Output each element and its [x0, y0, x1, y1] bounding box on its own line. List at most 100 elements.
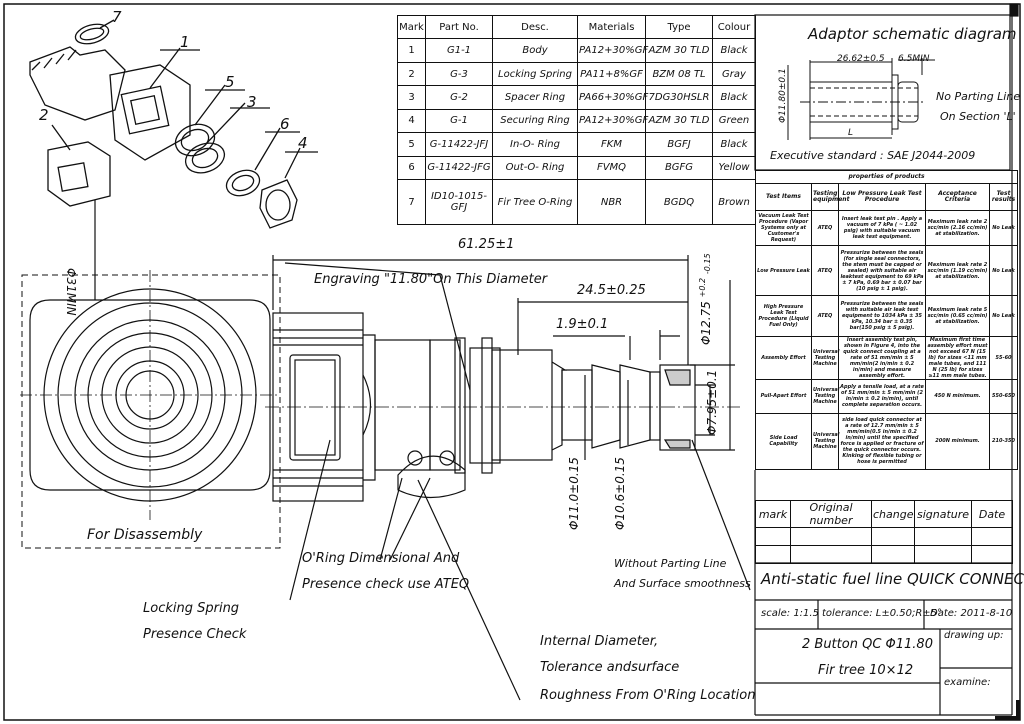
header-desc: Desc.	[492, 14, 578, 40]
dim-od-upper-tol: +0.2	[698, 277, 707, 298]
dim-barb-2: Φ10.6±0.15	[613, 457, 627, 530]
dim-id: Φ7.95±0.1	[705, 369, 719, 435]
main-side-view	[265, 255, 751, 701]
parts-cell: Black	[712, 132, 756, 157]
note-parting-1: Without Parting Line	[614, 557, 727, 570]
properties-cell: No Leak	[988, 210, 1019, 247]
balloon-3: 3	[247, 93, 257, 111]
body-part-1	[109, 64, 191, 161]
properties-cell: High Pressure Leak Test Procedure (Liqui…	[755, 295, 812, 337]
rev-cell	[971, 527, 1013, 546]
parts-cell: G-11422-JFJ	[425, 132, 493, 157]
balloon-2: 2	[39, 106, 49, 124]
adaptor-note-2: On Section 'L'	[940, 110, 1016, 123]
tolerance-value: tolerance: L±0.50;R±5°	[822, 608, 943, 619]
front-view-dim: Φ31MIN	[64, 268, 78, 316]
corner-mark	[1009, 3, 1019, 17]
parts-cell: PA66+30%GF	[577, 85, 648, 110]
drawing-name-2: Fir tree 10×12	[818, 663, 914, 678]
note-spring-2: Presence Check	[143, 627, 247, 642]
parts-cell: In-O- Ring	[492, 132, 578, 157]
properties-cell: 200N minimum.	[925, 412, 990, 471]
header-mark: Mark	[397, 14, 426, 40]
parts-cell: Brown	[712, 179, 756, 225]
parts-cell: FVMQ	[577, 155, 646, 181]
properties-table: properties of products Test Items Testin…	[754, 169, 1019, 471]
properties-header: Test Items Testing equipment Low Pressur…	[755, 183, 1019, 212]
dim-stem: 24.5±0.25	[577, 283, 646, 298]
balloon-1: 1	[180, 33, 190, 51]
header-results: Test results	[988, 183, 1019, 212]
rev-cell	[914, 545, 972, 564]
properties-cell: Maximum leak rate 5 scc/min (0.65 cc/min…	[925, 295, 990, 337]
parts-cell: BGFG	[645, 155, 713, 181]
drawing-name-1: 2 Button QC Φ11.80	[802, 637, 933, 652]
note-id-2: Tolerance andsurface	[540, 660, 680, 675]
adaptor-note-1: No Parting Line	[936, 90, 1021, 103]
parts-cell: NBR	[577, 179, 646, 225]
parts-cell: 3	[397, 85, 426, 110]
parts-cell: Yellow	[712, 155, 756, 181]
properties-cell: Pressurize between the seals with suitab…	[838, 295, 926, 337]
note-id-1: Internal Diameter,	[540, 634, 659, 649]
rev-header-date: Date	[971, 500, 1013, 528]
properties-cell: Apply a tensile load, at a rate of 51 mm…	[838, 378, 926, 414]
parts-cell: 7DG30HSLR	[645, 85, 713, 110]
rev-cell	[971, 545, 1013, 564]
parts-cell: ID10-1015-GFJ	[425, 179, 493, 225]
parts-cell: Green	[712, 108, 756, 134]
header-test-items: Test Items	[755, 183, 812, 212]
sheet-border	[3, 3, 1021, 721]
spacer-ring-3	[184, 142, 226, 174]
note-oring-2: Presence check use ATEQ	[302, 577, 470, 592]
front-view-caption: For Disassembly	[87, 527, 203, 543]
header-colour: Colour	[712, 14, 756, 40]
parts-cell: BZM 08 TL	[645, 61, 713, 87]
drawing-up-label: drawing up:	[944, 630, 1004, 641]
properties-cell: No Leak	[988, 245, 1019, 297]
parts-cell: 1	[397, 38, 426, 63]
properties-cell: Pressurize between the seals (for single…	[838, 245, 926, 297]
properties-cell: Maximum first time assembly effort must …	[925, 335, 990, 380]
parts-cell: PA11+8%GF	[577, 61, 646, 87]
properties-cell: ATEQ	[811, 210, 839, 247]
properties-cell: Universal Testing Machine	[811, 378, 840, 414]
properties-cell: Universal Testing Machine	[811, 335, 840, 380]
properties-cell: Insert assembly test pin, shown in Figur…	[838, 335, 926, 380]
parts-cell: Gray	[712, 61, 756, 87]
parts-cell: G-1	[425, 108, 493, 134]
rev-cell	[790, 545, 872, 564]
parts-table-header: Mark Part No. Desc. Materials Type Colou…	[397, 14, 756, 40]
rev-header-signature: signature	[914, 500, 972, 528]
parts-cell: G1-1	[425, 38, 493, 63]
scale-value: scale: 1:1.5	[761, 608, 819, 619]
properties-cell: Side Load Capability	[755, 412, 812, 471]
properties-cell: 450 N minimum.	[925, 378, 990, 414]
properties-cell: Low Pressure Leak	[755, 245, 812, 297]
properties-cell: Maximum leak rate 2 scc/min (2.16 cc/min…	[925, 210, 990, 247]
parts-cell: PA12+30%GF	[577, 108, 648, 134]
adaptor-dim-l: L	[848, 128, 854, 138]
adaptor-title: Adaptor schematic diagram	[808, 25, 1017, 43]
parts-cell: Securing Ring	[492, 108, 578, 134]
parts-cell: Out-O- Ring	[492, 155, 578, 181]
revision-table: mark Original number change signature Da…	[755, 500, 1013, 564]
properties-cell: Assembly Effort	[755, 335, 812, 380]
rev-cell	[871, 527, 915, 546]
parts-cell: BGFJ	[645, 132, 713, 157]
engraving-note: Engraving "11.80"On This Diameter	[314, 272, 548, 287]
corner-mark	[995, 700, 1020, 720]
parts-cell: PA12+30%GF	[577, 38, 648, 63]
in-oring-5	[174, 123, 216, 157]
adaptor-dim-length: 26.62±0.5	[837, 54, 885, 64]
header-testing-equipment: Testing equipment	[811, 183, 849, 212]
